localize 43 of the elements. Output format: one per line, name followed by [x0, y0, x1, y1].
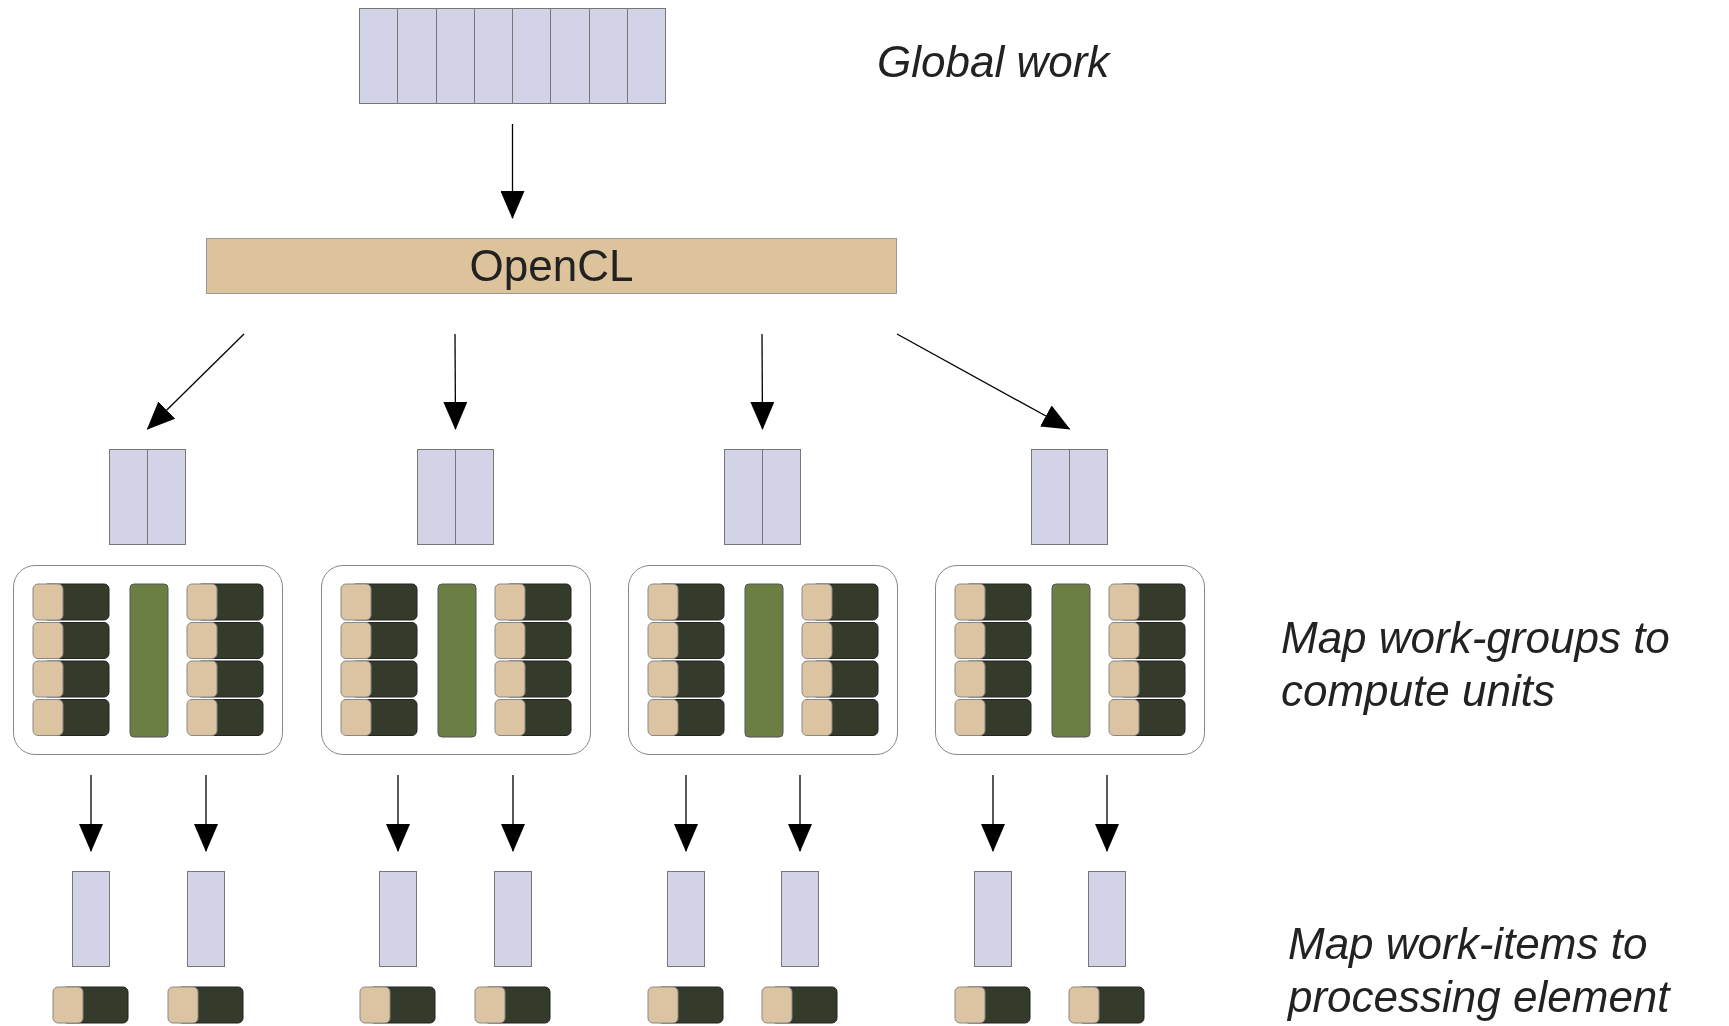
work-item-strip: [974, 871, 1012, 967]
bar-label: OpenCL: [469, 244, 634, 288]
arrow: [194, 774, 218, 852]
arrow: [79, 774, 103, 852]
work-item-strip: [667, 871, 705, 967]
processing-element-drawing: [954, 986, 1031, 1024]
annotation-text: Map work-items to processing element: [1288, 918, 1672, 1023]
processing-element-drawing: [647, 986, 724, 1024]
compute-unit-box: [628, 565, 898, 755]
arrow: [443, 333, 468, 430]
work-item-strip: [379, 871, 417, 967]
arrow: [501, 774, 525, 852]
work-item-strip: [781, 871, 819, 967]
arrow: [1095, 774, 1119, 852]
processing-element-drawing: [167, 986, 244, 1024]
work-item-strip: [494, 871, 532, 967]
arrow: [896, 333, 1071, 430]
arrow: [146, 333, 245, 430]
annotation-text: Global work: [877, 36, 1112, 88]
arrow: [788, 774, 812, 852]
work-item-strip: [187, 871, 225, 967]
work-item-strip: [109, 449, 186, 545]
work-item-strip: [1031, 449, 1108, 545]
processing-element-drawing: [52, 986, 129, 1024]
processing-element-drawing: [474, 986, 551, 1024]
work-item-strip: [724, 449, 801, 545]
arrow: [981, 774, 1005, 852]
process-bar: [206, 238, 897, 294]
arrow: [674, 774, 698, 852]
work-item-strip: [1088, 871, 1126, 967]
compute-unit-box: [13, 565, 283, 755]
compute-unit-box: [935, 565, 1205, 755]
processing-element-drawing: [1068, 986, 1145, 1024]
annotation-text: Map work-groups to compute units: [1281, 612, 1671, 717]
processing-element-drawing: [761, 986, 838, 1024]
arrow: [750, 333, 775, 430]
work-item-strip: [359, 8, 666, 104]
processing-element-drawing: [359, 986, 436, 1024]
arrow: [500, 123, 525, 219]
compute-unit-box: [321, 565, 591, 755]
work-item-strip: [417, 449, 494, 545]
work-item-strip: [72, 871, 110, 967]
arrow: [386, 774, 410, 852]
